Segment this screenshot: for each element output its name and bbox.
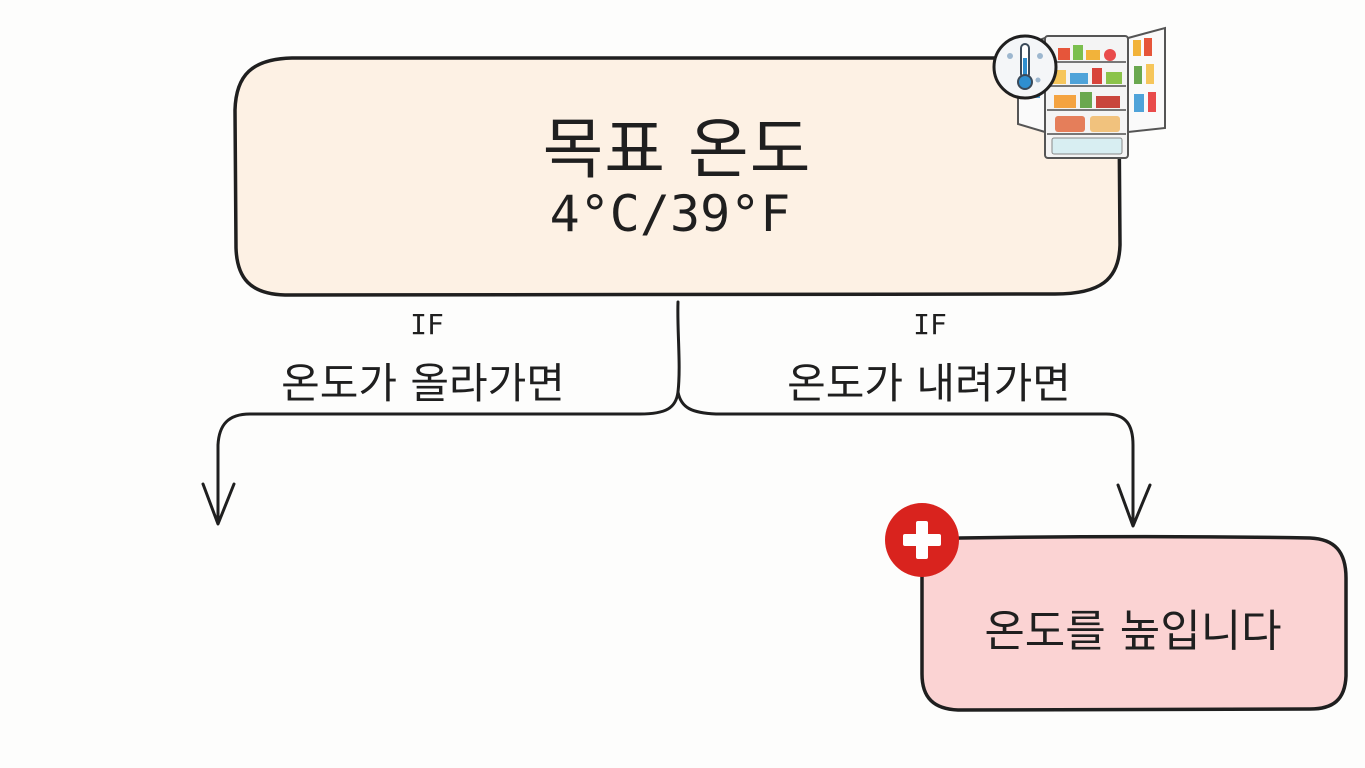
- left-if-keyword: IF: [410, 308, 444, 341]
- target-temperature-value: 4°C/39°F: [549, 185, 791, 243]
- branch-connector-left: [216, 300, 681, 524]
- right-if-keyword: IF: [913, 308, 947, 341]
- plus-icon: [885, 503, 959, 577]
- arrow-down-icon: [1116, 483, 1152, 528]
- arrow-down-icon: [201, 482, 236, 526]
- branch-connector-right: [676, 390, 1135, 527]
- left-condition: 온도가 올라가면: [281, 359, 565, 408]
- action-label: 온도를 높입니다: [984, 606, 1282, 657]
- action-box: [920, 534, 1348, 712]
- target-title: 목표 온도: [542, 111, 812, 188]
- fridge-thermometer-icon: [992, 26, 1166, 159]
- right-condition: 온도가 내려가면: [787, 359, 1071, 408]
